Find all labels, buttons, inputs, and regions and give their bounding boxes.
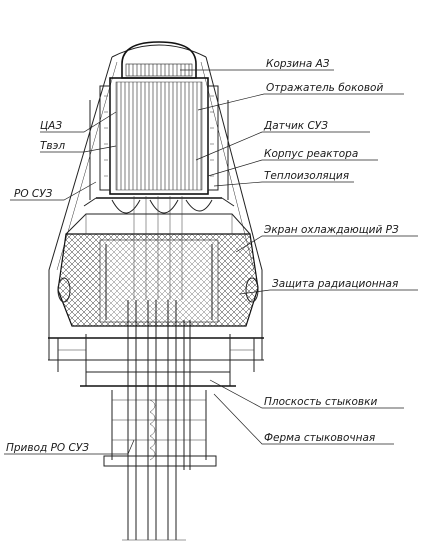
docking-truss xyxy=(103,390,217,467)
label-tsaz: ЦАЗ xyxy=(40,120,62,132)
label-korpus: Корпус реактора xyxy=(264,148,358,160)
label-zashchita: Защита радиационная xyxy=(272,278,398,290)
radiation-shield xyxy=(57,213,259,327)
label-otrazhatel: Отражатель боковой xyxy=(266,82,383,94)
label-privod: Привод РО СУЗ xyxy=(6,442,89,454)
control-rod-drives xyxy=(122,300,191,541)
reactor-vessel xyxy=(83,197,235,214)
label-teploizolyatsiya: Теплоизоляция xyxy=(264,170,349,182)
label-korzina: Корзина АЗ xyxy=(266,58,330,70)
label-datchik: Датчик СУЗ xyxy=(263,120,328,132)
label-ro-suz: РО СУЗ xyxy=(14,188,53,200)
top-dome xyxy=(121,41,197,79)
label-ferma: Ферма стыковочная xyxy=(264,432,375,444)
label-tvel: Твэл xyxy=(40,140,65,152)
label-ekran: Экран охлаждающий РЗ xyxy=(263,224,399,236)
core-basket xyxy=(89,77,229,200)
leader-lines-left xyxy=(4,111,135,455)
leader-lines-right xyxy=(180,69,418,445)
rod-guides xyxy=(133,196,183,300)
label-ploskost: Плоскость стыковки xyxy=(264,396,377,408)
